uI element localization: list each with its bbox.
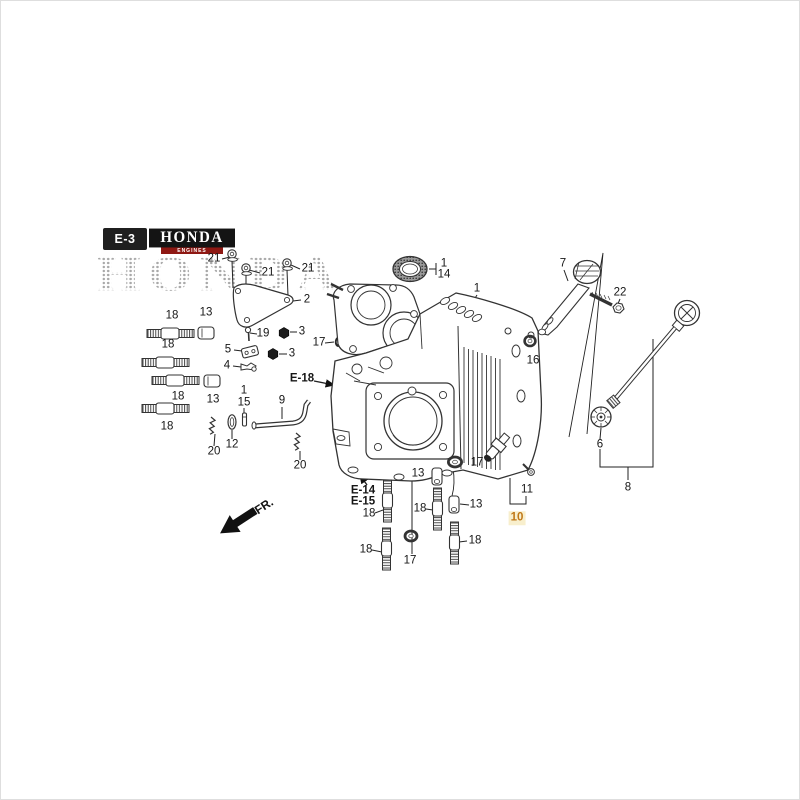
- seal-washer-16: [523, 334, 537, 348]
- part-label-21: 21: [207, 252, 221, 265]
- studs-18-bottom: [380, 479, 461, 571]
- oil-pipe-9: [251, 399, 311, 430]
- crankcase-1: [326, 282, 543, 482]
- part-label-1: 1: [473, 282, 481, 295]
- honda-watermark: HONDA: [97, 245, 422, 301]
- part-label-11: 11: [521, 483, 533, 496]
- part-label-14: 14: [437, 268, 451, 281]
- part-label-21: 21: [301, 262, 315, 275]
- part-label-22: 22: [613, 286, 627, 299]
- part-label-13: 13: [411, 467, 425, 480]
- dipstick: [606, 299, 701, 410]
- part-label-17: 17: [470, 456, 484, 469]
- part-label-13: 13: [469, 498, 483, 511]
- oil-pressure-switch-11: [484, 432, 535, 476]
- part-label-13: 13: [199, 306, 213, 319]
- part-label-5: 5: [224, 343, 232, 356]
- collars-13-left: [197, 326, 221, 388]
- part-label-4: 4: [223, 359, 231, 372]
- part-label-18: 18: [165, 309, 179, 322]
- part-label-19: 19: [256, 327, 270, 340]
- bolt-22: [589, 291, 625, 314]
- part-label-18: 18: [160, 420, 174, 433]
- fr-direction-arrow: FR.: [220, 495, 276, 534]
- part-label-18: 18: [362, 507, 376, 520]
- part-label-17: 17: [312, 336, 326, 349]
- part-label-21: 21: [261, 266, 275, 279]
- part-label-15: 15: [237, 396, 251, 409]
- part-label-17: 17: [403, 554, 417, 567]
- filler-tube-7: [537, 259, 602, 336]
- part-label-e-15: E-15: [350, 495, 376, 508]
- part-label-7: 7: [559, 257, 567, 270]
- part-label-1: 1: [440, 257, 448, 270]
- part-label-3: 3: [298, 325, 306, 338]
- oil-seal-14: [392, 255, 428, 283]
- honda-engines-subtext: ENGINES: [161, 247, 223, 254]
- part-label-13: 13: [206, 393, 220, 406]
- pin-15: [241, 412, 248, 427]
- cover-plate-2: [232, 283, 294, 328]
- seal-17-top: [446, 455, 463, 469]
- part-label-6: 6: [596, 438, 604, 451]
- part-label-e-18: E-18: [289, 372, 315, 385]
- grommet-6: [590, 406, 612, 428]
- part-label-20: 20: [293, 459, 307, 472]
- part-label-18: 18: [161, 338, 175, 351]
- part-label-16: 16: [526, 354, 540, 367]
- part-label-2: 2: [303, 293, 311, 306]
- part-label-10: 10: [508, 511, 526, 525]
- honda-logo-text: HONDA: [149, 228, 235, 248]
- part-label-e-14: E-14: [350, 484, 376, 497]
- part-label-18: 18: [413, 502, 427, 515]
- nut-17-bottom: [403, 529, 419, 543]
- part-label-3: 3: [288, 347, 296, 360]
- part-label-20: 20: [207, 445, 221, 458]
- section-code-badge: E-3: [103, 228, 147, 250]
- washer-12: [227, 414, 237, 430]
- part-label-9: 9: [278, 394, 286, 407]
- part-label-1: 1: [240, 384, 248, 397]
- part-label-12: 12: [225, 438, 239, 451]
- part-label-18: 18: [171, 390, 185, 403]
- honda-engines-logo: HONDA ENGINES: [149, 228, 235, 254]
- part-label-18: 18: [468, 534, 482, 547]
- part-label-18: 18: [359, 543, 373, 556]
- part-label-8: 8: [624, 481, 632, 494]
